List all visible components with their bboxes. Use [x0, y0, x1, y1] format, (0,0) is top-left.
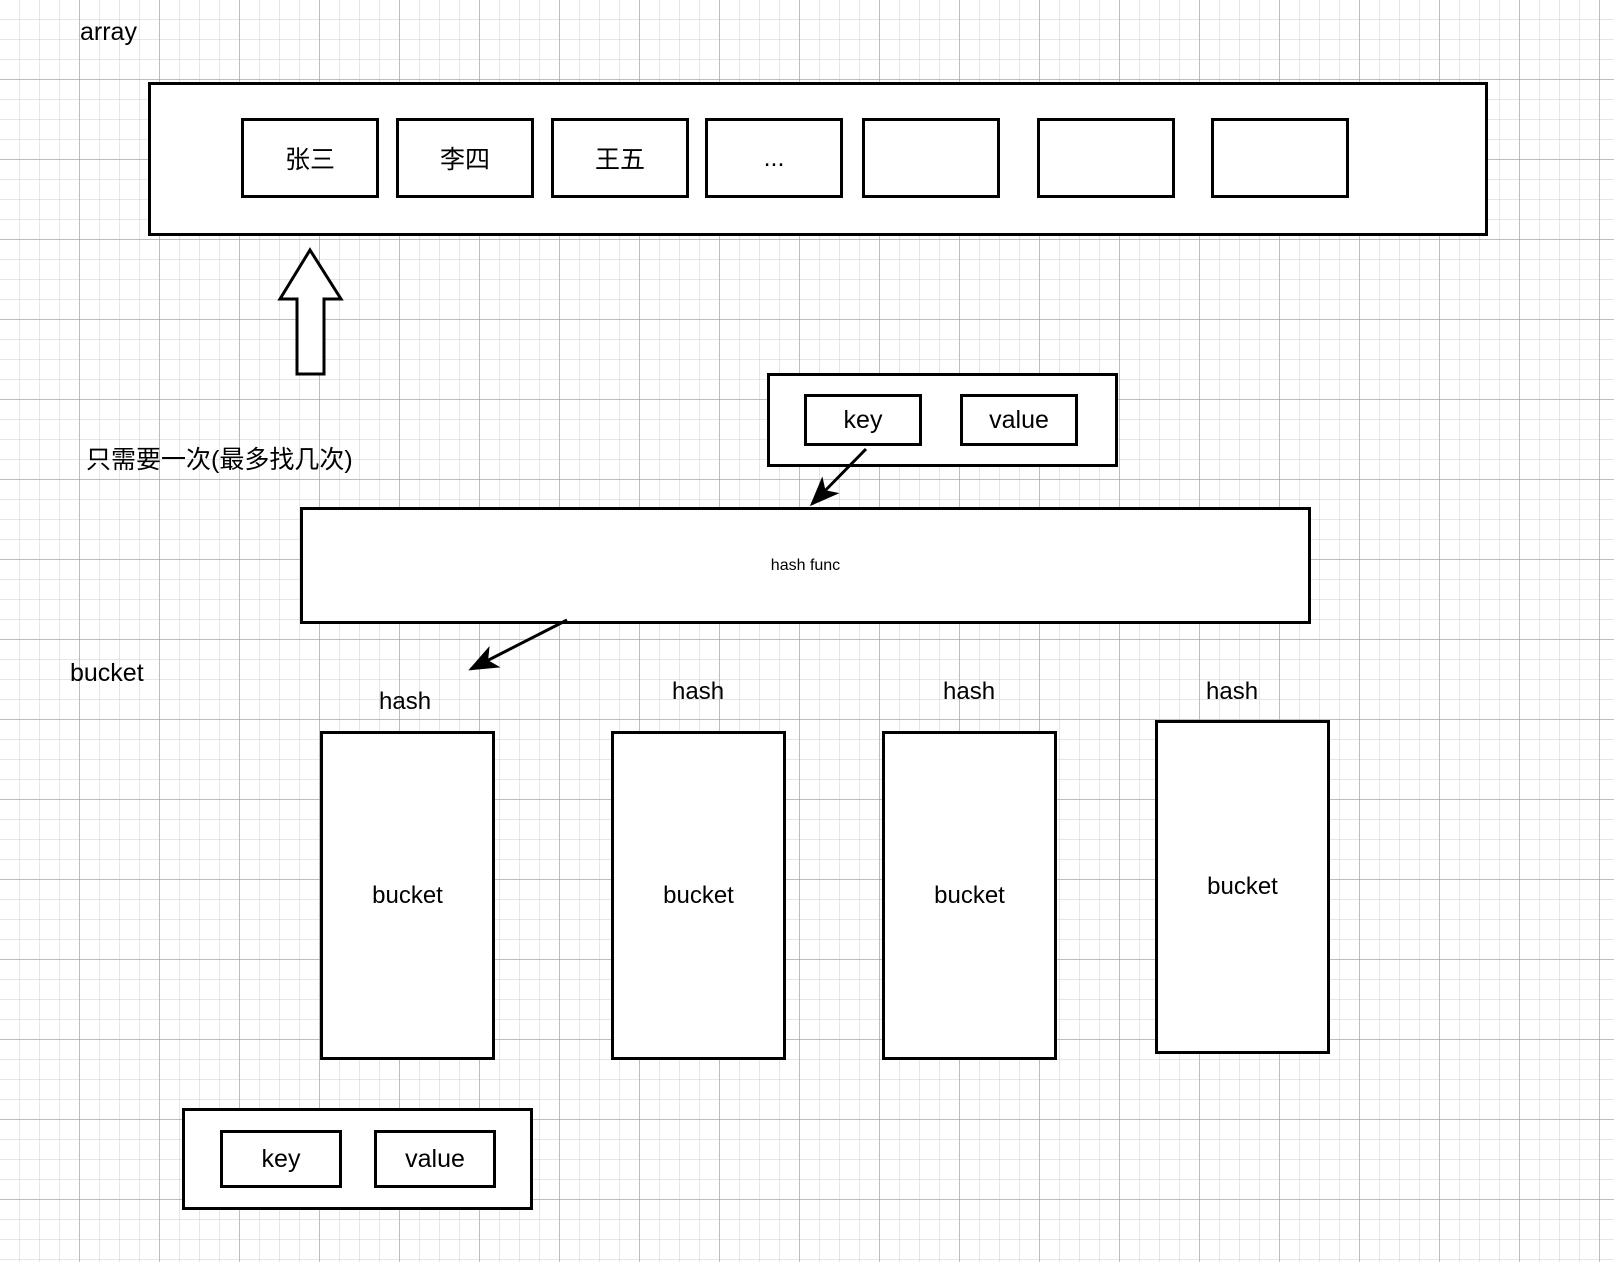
bucket-section-label: bucket [70, 659, 144, 687]
up-block-arrow [277, 247, 344, 376]
array-cell[interactable] [862, 118, 1000, 198]
array-cell[interactable] [1211, 118, 1349, 198]
value-box-top[interactable]: value [960, 394, 1078, 446]
array-cell[interactable] [1037, 118, 1175, 198]
bucket-box-1[interactable]: bucket [320, 731, 495, 1060]
array-cell[interactable]: 李四 [396, 118, 534, 198]
hash-func-box[interactable]: hash func [300, 507, 1311, 624]
arrow-hashfunc-to-bucket [468, 618, 568, 671]
hash-label-1: hash [379, 688, 432, 715]
bucket-box-3[interactable]: bucket [882, 731, 1057, 1060]
array-cell[interactable]: 王五 [551, 118, 689, 198]
value-box-bottom[interactable]: value [374, 1130, 496, 1188]
hash-label-4: hash [1206, 678, 1259, 705]
array-cell[interactable]: ... [705, 118, 843, 198]
array-label: array [80, 18, 137, 46]
hash-label-2: hash [672, 678, 725, 705]
key-box-top[interactable]: key [804, 394, 922, 446]
lookup-note-label: 只需要一次(最多找几次) [86, 446, 353, 474]
bucket-box-2[interactable]: bucket [611, 731, 786, 1060]
key-box-bottom[interactable]: key [220, 1130, 342, 1188]
hash-label-3: hash [943, 678, 996, 705]
array-cell[interactable]: 张三 [241, 118, 379, 198]
bucket-box-4[interactable]: bucket [1155, 720, 1330, 1054]
